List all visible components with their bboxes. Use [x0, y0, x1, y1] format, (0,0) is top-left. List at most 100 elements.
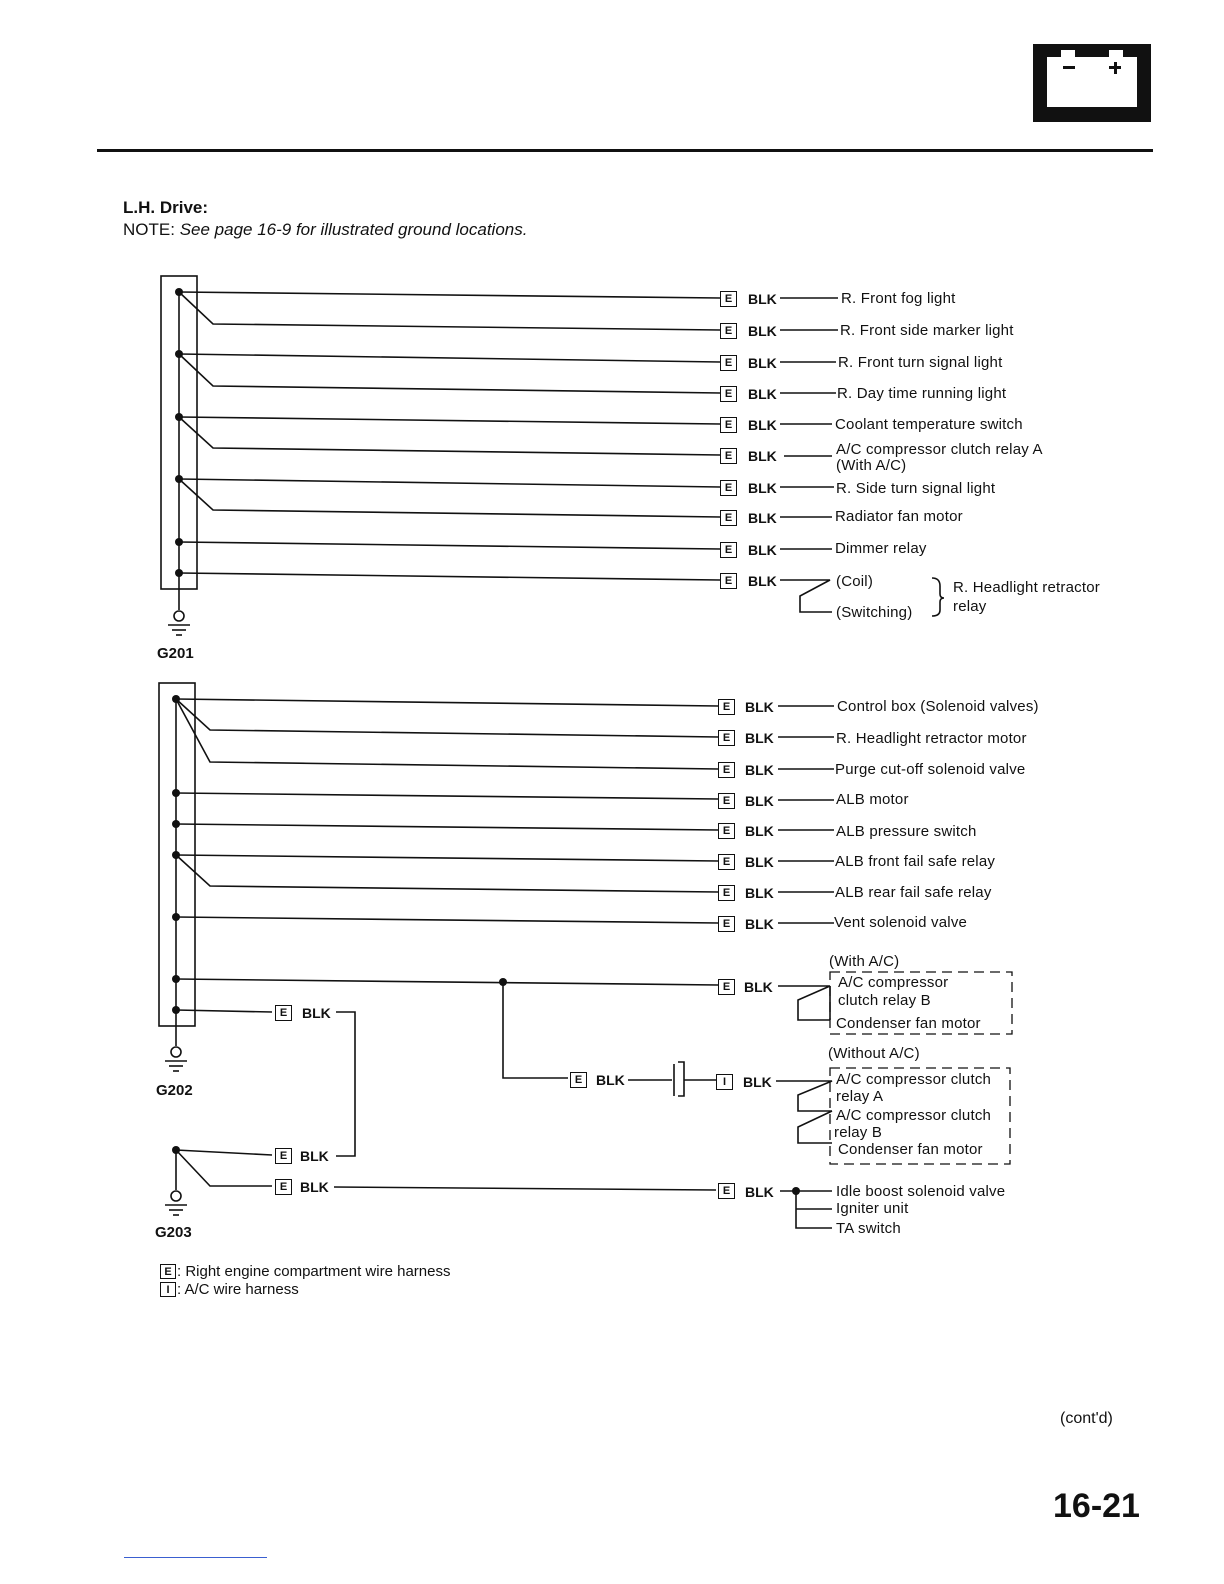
circuit-label: R. Front side marker light: [840, 322, 1014, 339]
connector-e: E: [720, 573, 737, 589]
circuit-label: Dimmer relay: [835, 540, 927, 557]
circuit-label: ALB front fail safe relay: [835, 853, 996, 870]
connector-e: E: [720, 542, 737, 558]
circuit-label: ALB motor: [836, 791, 909, 808]
connector-e: E: [720, 386, 737, 402]
note: NOTE: See page 16-9 for illustrated grou…: [123, 220, 527, 240]
with-ac-item: A/C compressor: [838, 974, 949, 991]
wire-color: BLK: [745, 730, 774, 746]
connector-e: E: [718, 730, 735, 746]
circuit-label: R. Day time running light: [837, 385, 1007, 402]
battery-icon: [1033, 44, 1151, 122]
without-ac-item: Condenser fan motor: [838, 1141, 983, 1158]
connector-i: I: [160, 1282, 176, 1297]
wire-color: BLK: [744, 979, 773, 995]
wire-color: BLK: [748, 510, 777, 526]
circuit-label: R. Headlight retractor motor: [836, 730, 1027, 747]
legend-text: : A/C wire harness: [177, 1281, 299, 1298]
connector-e: E: [720, 291, 737, 307]
connector-e: E: [720, 510, 737, 526]
connector-e: E: [720, 355, 737, 371]
connector-e: E: [718, 699, 735, 715]
without-ac-item: A/C compressor clutch: [836, 1071, 992, 1088]
connector-e: E: [718, 854, 735, 870]
page-number: 16-21: [1053, 1487, 1140, 1525]
note-prefix: NOTE:: [123, 220, 175, 239]
without-ac-item: relay A: [836, 1088, 884, 1105]
circuit-label: Control box (Solenoid valves): [837, 698, 1039, 715]
connector-e: E: [718, 979, 735, 995]
continued-label: (cont'd): [1060, 1410, 1113, 1427]
connector-e: E: [570, 1072, 587, 1088]
circuit-label: Idle boost solenoid valve: [836, 1183, 1006, 1200]
wire-color: BLK: [745, 854, 774, 870]
connector-e: E: [718, 1183, 735, 1199]
without-ac-item: A/C compressor clutch: [836, 1107, 992, 1124]
wire-color: BLK: [300, 1179, 329, 1195]
connector-e: E: [718, 885, 735, 901]
circuit-label: Purge cut-off solenoid valve: [835, 761, 1026, 778]
wire-color: BLK: [748, 480, 777, 496]
wire-color: BLK: [745, 1184, 774, 1200]
connector-e: E: [718, 793, 735, 809]
circuit-label: R. Side turn signal light: [836, 480, 996, 497]
section-heading: L.H. Drive:: [123, 198, 209, 217]
circuit-label: Vent solenoid valve: [834, 914, 968, 931]
connector-e: E: [160, 1264, 176, 1279]
coil-label: (Coil): [836, 573, 874, 590]
wire-color: BLK: [748, 323, 777, 339]
wire-color: BLK: [748, 573, 777, 589]
connector-e: E: [275, 1005, 292, 1021]
wire-color: BLK: [748, 417, 777, 433]
connector-e: E: [718, 762, 735, 778]
connector-e: E: [720, 417, 737, 433]
wire-color: BLK: [745, 885, 774, 901]
connector-e: E: [718, 823, 735, 839]
circuit-label: Radiator fan motor: [835, 508, 963, 525]
wire-color: BLK: [745, 916, 774, 932]
wire-color: BLK: [302, 1005, 331, 1021]
circuit-label: ALB rear fail safe relay: [835, 884, 992, 901]
circuit-label: A/C compressor clutch relay A: [836, 441, 1043, 458]
wire-color: BLK: [748, 291, 777, 307]
wire-color: BLK: [748, 386, 777, 402]
circuit-sublabel: (With A/C): [836, 457, 907, 474]
wire-color: BLK: [743, 1074, 772, 1090]
circuit-label: R. Front fog light: [841, 290, 956, 307]
circuit-label: ALB pressure switch: [836, 823, 977, 840]
circuit-label: Igniter unit: [836, 1200, 909, 1217]
ground-label: G203: [155, 1224, 192, 1241]
connector-e: E: [720, 323, 737, 339]
circuit-label: R. Front turn signal light: [838, 354, 1003, 371]
retractor-relay-label: R. Headlight retractor: [953, 579, 1100, 596]
with-ac-item: Condenser fan motor: [836, 1015, 981, 1032]
wire-color: BLK: [745, 823, 774, 839]
wire-color: BLK: [745, 762, 774, 778]
wire-color: BLK: [745, 793, 774, 809]
note-text: See page 16-9 for illustrated ground loc…: [179, 220, 528, 239]
ground-label: G201: [157, 645, 194, 662]
connector-e: E: [718, 916, 735, 932]
switching-label: (Switching): [836, 604, 913, 621]
circuit-label: TA switch: [836, 1220, 901, 1237]
wire-color: BLK: [748, 448, 777, 464]
with-ac-item: clutch relay B: [838, 992, 931, 1009]
wire-color: BLK: [748, 355, 777, 371]
retractor-relay-label: relay: [953, 598, 987, 615]
footer-rule: [124, 1557, 267, 1558]
legend-text: : Right engine compartment wire harness: [177, 1263, 451, 1280]
connector-e: E: [720, 480, 737, 496]
with-ac-title: (With A/C): [829, 953, 900, 970]
wire-color: BLK: [748, 542, 777, 558]
header-rule: [97, 149, 1153, 152]
without-ac-title: (Without A/C): [828, 1045, 920, 1062]
without-ac-item: relay B: [834, 1124, 883, 1141]
connector-e: E: [275, 1148, 292, 1164]
wire-color: BLK: [596, 1072, 625, 1088]
connector-e: E: [275, 1179, 292, 1195]
wire-color: BLK: [745, 699, 774, 715]
connector-i: I: [716, 1074, 733, 1090]
circuit-label: Coolant temperature switch: [835, 416, 1023, 433]
ground-label: G202: [156, 1082, 193, 1099]
